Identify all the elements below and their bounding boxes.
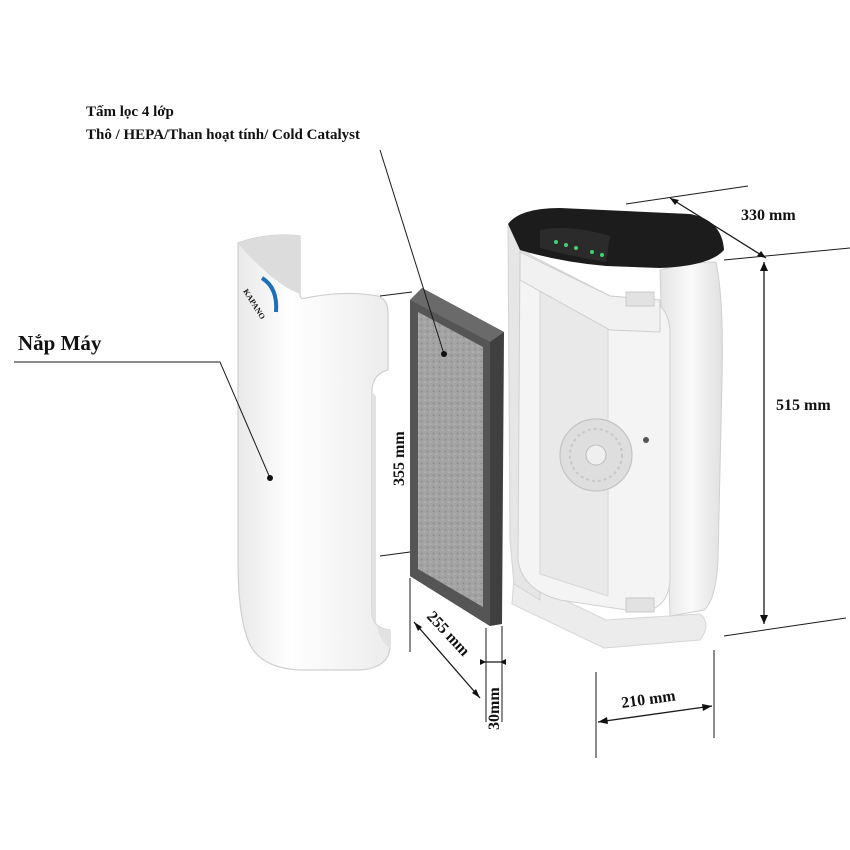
unit-width-label: 210 mm bbox=[620, 687, 677, 712]
cover-callout: Nắp Máy bbox=[14, 331, 273, 481]
fan-icon bbox=[559, 418, 633, 492]
control-panel-leds bbox=[554, 240, 604, 257]
filter-height-dimension: 355 mm bbox=[379, 291, 413, 557]
unit-depth-label: 330 mm bbox=[741, 207, 796, 224]
filter-leader-line bbox=[379, 149, 445, 355]
filter-width-label: 255 mm bbox=[423, 608, 473, 660]
filter-label-line2: Thô / HEPA/Than hoạt tính/ Cold Catalyst bbox=[86, 127, 360, 143]
cover-leader-dot bbox=[267, 475, 273, 481]
purifier-unit bbox=[507, 208, 724, 649]
filter-panel bbox=[410, 288, 504, 626]
filter-label-line1: Tấm lọc 4 lớp bbox=[86, 104, 174, 120]
unit-width-dimension: 210 mm bbox=[595, 650, 715, 758]
unit-depth-dimension: 330 mm bbox=[625, 185, 850, 261]
front-cover bbox=[237, 234, 391, 671]
filter-height-label: 355 mm bbox=[391, 431, 408, 486]
unit-height-label: 515 mm bbox=[776, 397, 831, 414]
cover-label: Nắp Máy bbox=[18, 331, 102, 355]
cover-leader-line bbox=[14, 361, 271, 479]
filter-depth-label: 30mm bbox=[486, 687, 503, 730]
unit-height-dimension: 515 mm bbox=[723, 262, 847, 637]
filter-callout: Tấm lọc 4 lớp Thô / HEPA/Than hoạt tính/… bbox=[86, 104, 447, 357]
filter-leader-dot bbox=[441, 351, 447, 357]
filter-depth-dimension: 30mm bbox=[480, 626, 506, 730]
